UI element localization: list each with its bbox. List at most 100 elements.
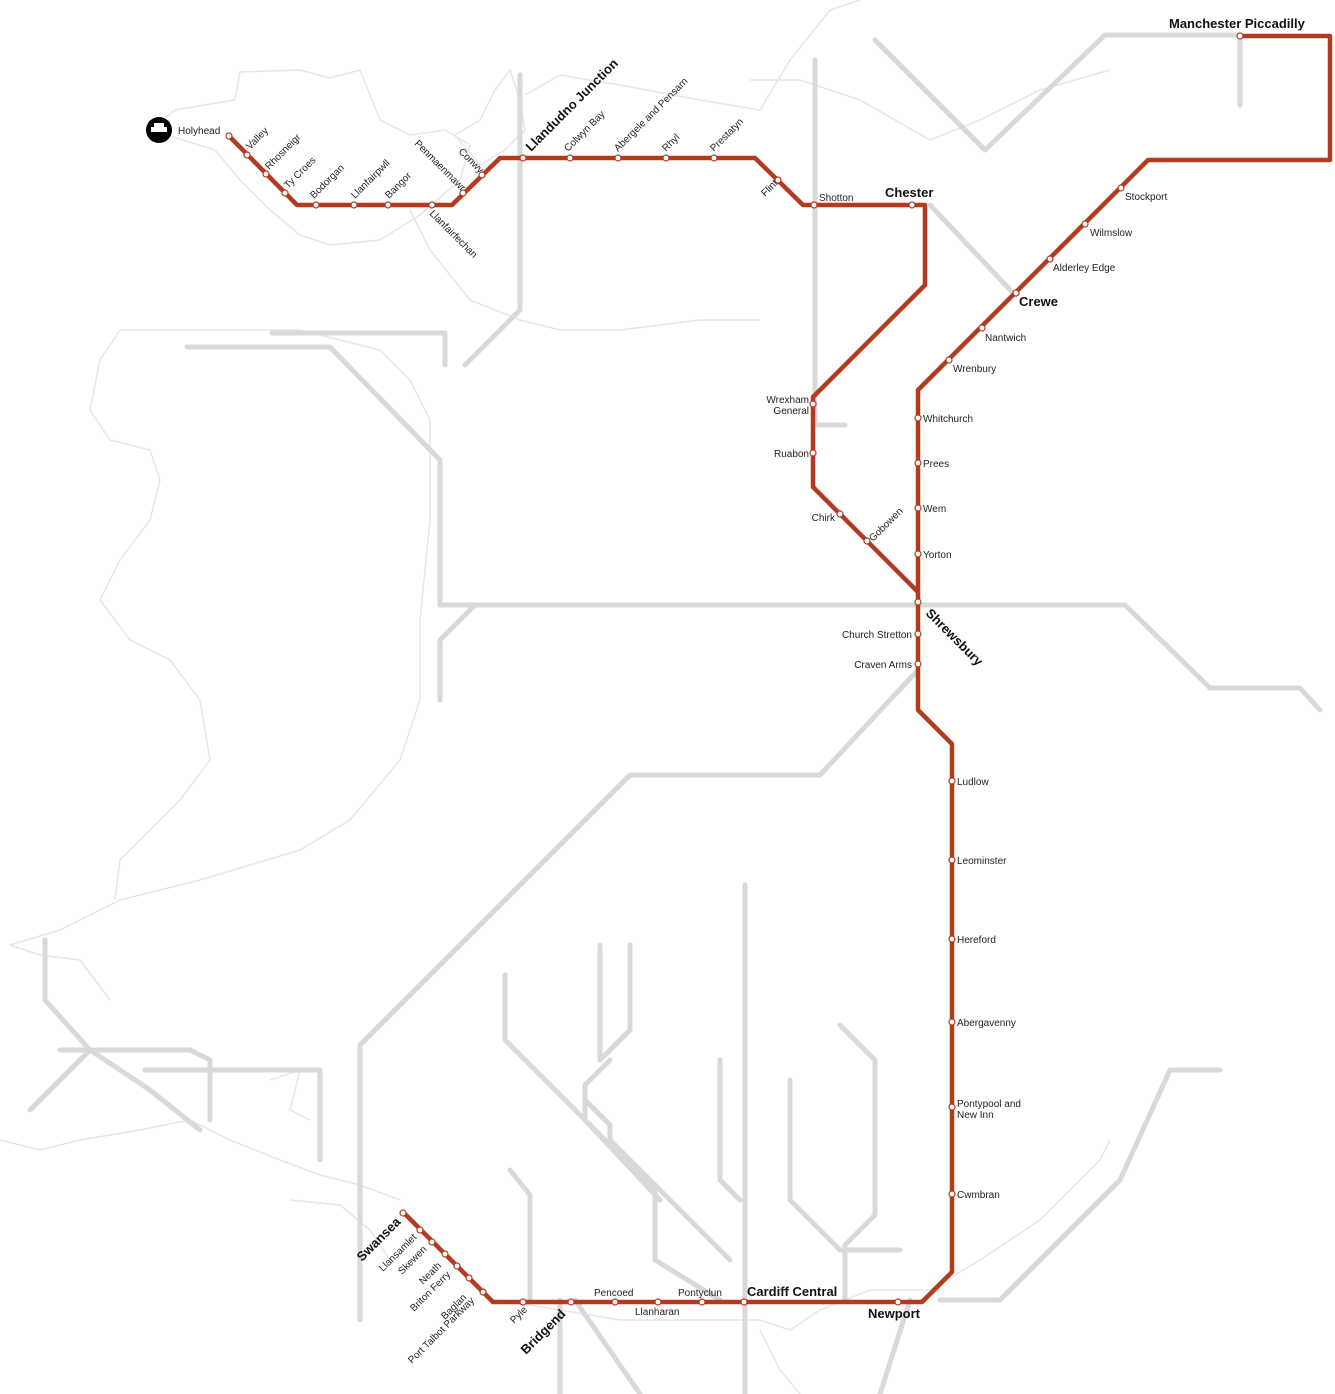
stop-swansea[interactable] <box>399 1209 407 1217</box>
label-newport[interactable]: Newport <box>868 1306 921 1321</box>
label-llanfairfechan[interactable]: Llanfairfechan <box>427 208 479 260</box>
label-penmaenmawr[interactable]: Penmaenmawr <box>412 138 468 194</box>
stop-wrexham[interactable] <box>809 400 817 408</box>
stop-pontyclun[interactable] <box>698 1298 706 1306</box>
label-llanharan[interactable]: Llanharan <box>635 1307 679 1318</box>
label-craven-arms[interactable]: Craven Arms <box>854 660 912 671</box>
label-manchester-piccadilly[interactable]: Manchester Piccadilly <box>1169 16 1306 31</box>
stop-neath[interactable] <box>441 1250 449 1258</box>
label-pontypool[interactable]: Pontypool and <box>957 1099 1021 1110</box>
stop-leominster[interactable] <box>948 856 956 864</box>
label-pontyclun[interactable]: Pontyclun <box>678 1288 722 1299</box>
stop-stockport[interactable] <box>1117 184 1125 192</box>
label-leominster[interactable]: Leominster <box>957 856 1007 867</box>
stop-whitchurch[interactable] <box>914 414 922 422</box>
label-pencoed[interactable]: Pencoed <box>594 1288 633 1299</box>
label-bodorgan[interactable]: Bodorgan <box>308 163 346 201</box>
stop-alderley-edge[interactable] <box>1046 255 1054 263</box>
stop-port-talbot[interactable] <box>479 1288 487 1296</box>
stop-nantwich[interactable] <box>978 324 986 332</box>
stop-bodorgan[interactable] <box>312 201 320 209</box>
label-crewe[interactable]: Crewe <box>1019 294 1058 309</box>
label-nantwich[interactable]: Nantwich <box>985 333 1026 344</box>
stop-cwmbran[interactable] <box>948 1190 956 1198</box>
label-rhosneigr[interactable]: Rhosneigr <box>263 132 303 172</box>
stop-prestatyn[interactable] <box>710 154 718 162</box>
stop-llanfairfechan[interactable] <box>428 201 436 209</box>
stop-shotton[interactable] <box>810 201 818 209</box>
label-cardiff-central[interactable]: Cardiff Central <box>747 1284 837 1299</box>
label-alderley-edge[interactable]: Alderley Edge <box>1053 263 1116 274</box>
stop-llanharan[interactable] <box>654 1298 662 1306</box>
stop-llandudno-junction[interactable] <box>519 154 527 162</box>
stop-bangor[interactable] <box>384 201 392 209</box>
stop-abergele[interactable] <box>614 154 622 162</box>
label-gobowen[interactable]: Gobowen <box>867 506 905 544</box>
stop-church-stretton[interactable] <box>914 630 922 638</box>
label-holyhead[interactable]: Holyhead <box>178 126 220 137</box>
stop-cardiff[interactable] <box>740 1298 748 1306</box>
label-shotton[interactable]: Shotton <box>819 193 853 204</box>
stop-pyle[interactable] <box>519 1298 527 1306</box>
stop-newport[interactable] <box>894 1298 902 1306</box>
label-ludlow[interactable]: Ludlow <box>957 777 989 788</box>
label-abergavenny[interactable]: Abergavenny <box>957 1018 1016 1029</box>
label-stockport[interactable]: Stockport <box>1125 192 1167 203</box>
stop-flint[interactable] <box>774 176 782 184</box>
label-prestatyn[interactable]: Prestatyn <box>708 116 746 154</box>
stop-craven-arms[interactable] <box>914 660 922 668</box>
label-chirk[interactable]: Chirk <box>812 513 836 524</box>
stop-wilmslow[interactable] <box>1081 220 1089 228</box>
label-conwy[interactable]: Conwy <box>456 146 485 175</box>
label-shrewsbury[interactable]: Shrewsbury <box>923 606 987 670</box>
stop-ruabon[interactable] <box>809 449 817 457</box>
label-hereford[interactable]: Hereford <box>957 935 996 946</box>
stop-llansamlet[interactable] <box>416 1226 424 1234</box>
stop-crewe[interactable] <box>1012 289 1020 297</box>
label-chester[interactable]: Chester <box>885 185 933 200</box>
stop-baglan[interactable] <box>465 1274 473 1282</box>
stop-llanfairpwll[interactable] <box>350 201 358 209</box>
stop-penmaenmawr[interactable] <box>459 189 467 197</box>
stop-gobowen[interactable] <box>863 537 871 545</box>
stop-pontypool[interactable] <box>948 1103 956 1111</box>
stop-briton-ferry[interactable] <box>453 1262 461 1270</box>
stop-skewen[interactable] <box>428 1238 436 1246</box>
label-rhyl[interactable]: Rhyl <box>660 132 682 154</box>
label-wrexham-general-2: General <box>773 406 809 417</box>
label-cwmbran[interactable]: Cwmbran <box>957 1190 1000 1201</box>
stop-rhyl[interactable] <box>662 154 670 162</box>
stop-ty-croes[interactable] <box>281 189 289 197</box>
stop-wrenbury[interactable] <box>945 356 953 364</box>
label-valley[interactable]: Valley <box>244 126 271 153</box>
stop-manchester[interactable] <box>1236 32 1244 40</box>
label-prees[interactable]: Prees <box>923 459 949 470</box>
stop-valley[interactable] <box>243 151 251 159</box>
stop-rhosneigr[interactable] <box>262 170 270 178</box>
stop-holyhead[interactable] <box>225 132 233 140</box>
stop-prees[interactable] <box>914 459 922 467</box>
label-wem[interactable]: Wem <box>923 504 946 515</box>
stop-bridgend[interactable] <box>567 1298 575 1306</box>
label-yorton[interactable]: Yorton <box>923 550 952 561</box>
label-ruabon[interactable]: Ruabon <box>774 449 809 460</box>
stop-conwy[interactable] <box>478 171 486 179</box>
stop-pencoed[interactable] <box>611 1298 619 1306</box>
label-wilmslow[interactable]: Wilmslow <box>1090 228 1133 239</box>
stop-colwyn-bay[interactable] <box>566 154 574 162</box>
stop-yorton[interactable] <box>914 550 922 558</box>
stop-wem[interactable] <box>914 504 922 512</box>
label-bangor[interactable]: Bangor <box>383 170 414 201</box>
stop-abergavenny[interactable] <box>948 1018 956 1026</box>
label-whitchurch[interactable]: Whitchurch <box>923 414 973 425</box>
label-church-stretton[interactable]: Church Stretton <box>842 630 912 641</box>
label-wrenbury[interactable]: Wrenbury <box>953 364 996 375</box>
label-wrexham-general[interactable]: Wrexham <box>766 395 809 406</box>
label-pyle[interactable]: Pyle <box>508 1304 530 1326</box>
stop-chester[interactable] <box>908 201 916 209</box>
stop-chirk[interactable] <box>836 510 844 518</box>
stop-hereford[interactable] <box>948 935 956 943</box>
label-ty-croes[interactable]: Ty Croes <box>282 155 318 191</box>
stop-shrewsbury[interactable] <box>914 598 922 606</box>
stop-ludlow[interactable] <box>948 777 956 785</box>
